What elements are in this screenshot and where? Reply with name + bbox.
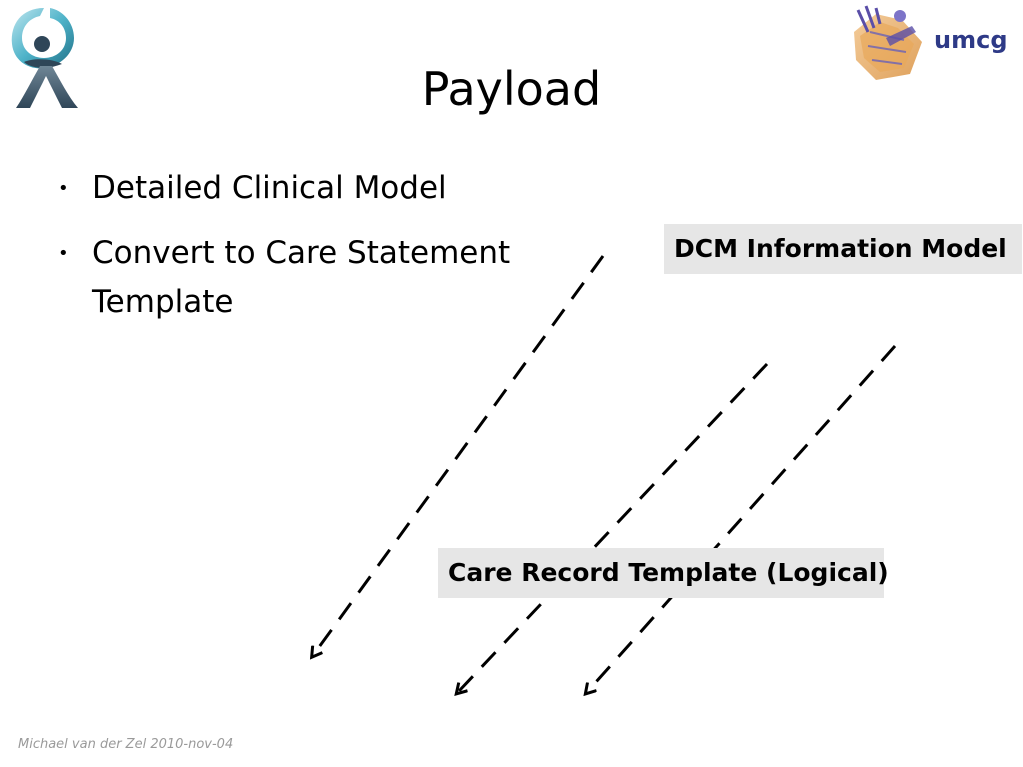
slide-title: Payload	[421, 62, 602, 116]
dashed-arrow	[314, 255, 605, 654]
organization-logo-icon	[6, 4, 82, 112]
umcg-logo: umcg	[846, 2, 1020, 86]
dcm-information-model-label: DCM Information Model	[664, 224, 1022, 274]
bullet-list: • Detailed Clinical Model • Convert to C…	[56, 164, 576, 343]
bullet-dot-icon: •	[58, 243, 69, 264]
dashed-arrow	[588, 345, 897, 691]
umcg-wordmark: umcg	[934, 26, 1008, 54]
bullet-item: • Convert to Care Statement Template	[56, 229, 576, 327]
bullet-dot-icon: •	[58, 178, 69, 199]
bullet-text: Convert to Care Statement Template	[92, 235, 511, 320]
dashed-arrow	[459, 362, 769, 691]
footer-author-date: Michael van der Zel 2010-nov-04	[18, 737, 234, 752]
umcg-emblem-icon	[854, 5, 922, 80]
care-record-template-label: Care Record Template (Logical)	[438, 548, 889, 598]
bullet-text: Detailed Clinical Model	[92, 170, 447, 206]
bullet-item: • Detailed Clinical Model	[56, 164, 576, 213]
